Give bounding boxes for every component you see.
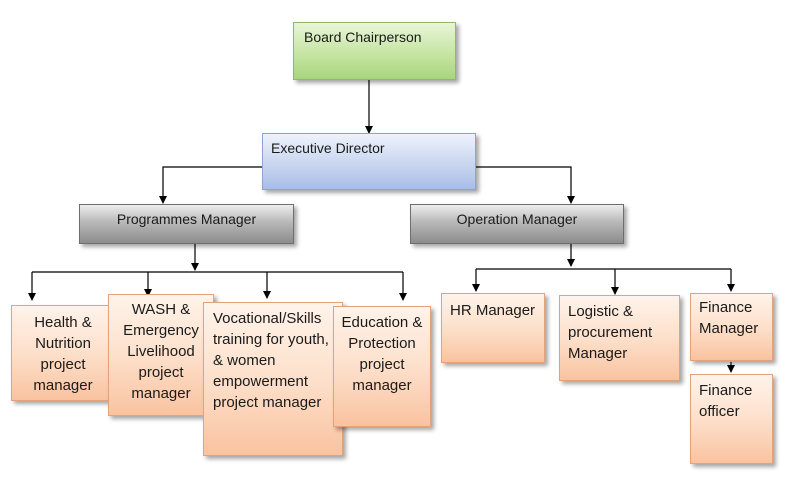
connector-director-to-operation [476,166,575,204]
node-label: Logistic & procurement Manager [568,303,653,362]
node-label: Education & Protection project manager [341,314,423,394]
node-logistic-procurement-manager: Logistic & procurement Manager [559,295,680,381]
node-vocational-skills-manager: Vocational/Skills training for youth, & … [203,302,343,456]
node-label: Finance Manager [699,299,759,337]
node-education-protection-manager: Education & Protection project manager [333,306,431,427]
node-operation-manager: Operation Manager [410,204,624,244]
node-hr-manager: HR Manager [441,293,545,363]
node-label: Health & Nutrition project manager [33,314,93,394]
node-executive-director: Executive Director [262,133,476,190]
node-label: Executive Director [271,140,385,156]
node-label: Finance officer [699,382,753,420]
node-programmes-manager: Programmes Manager [79,204,294,244]
node-health-nutrition-manager: Health & Nutrition project manager [11,305,115,401]
node-label: Vocational/Skills training for youth, & … [213,310,329,411]
node-label: Operation Manager [456,211,578,227]
node-board-chairperson: Board Chairperson [293,22,456,80]
connector-director-to-programmes [159,166,262,204]
node-finance-manager: Finance Manager [690,293,773,361]
node-label: Board Chairperson [304,29,422,45]
node-finance-officer: Finance officer [690,374,773,464]
node-label: Programmes Manager [116,211,257,227]
node-wash-emergency-manager: WASH & Emergency Livelihood project mana… [108,294,214,416]
node-label: HR Manager [450,302,536,319]
node-label: WASH & Emergency Livelihood project mana… [123,301,199,402]
